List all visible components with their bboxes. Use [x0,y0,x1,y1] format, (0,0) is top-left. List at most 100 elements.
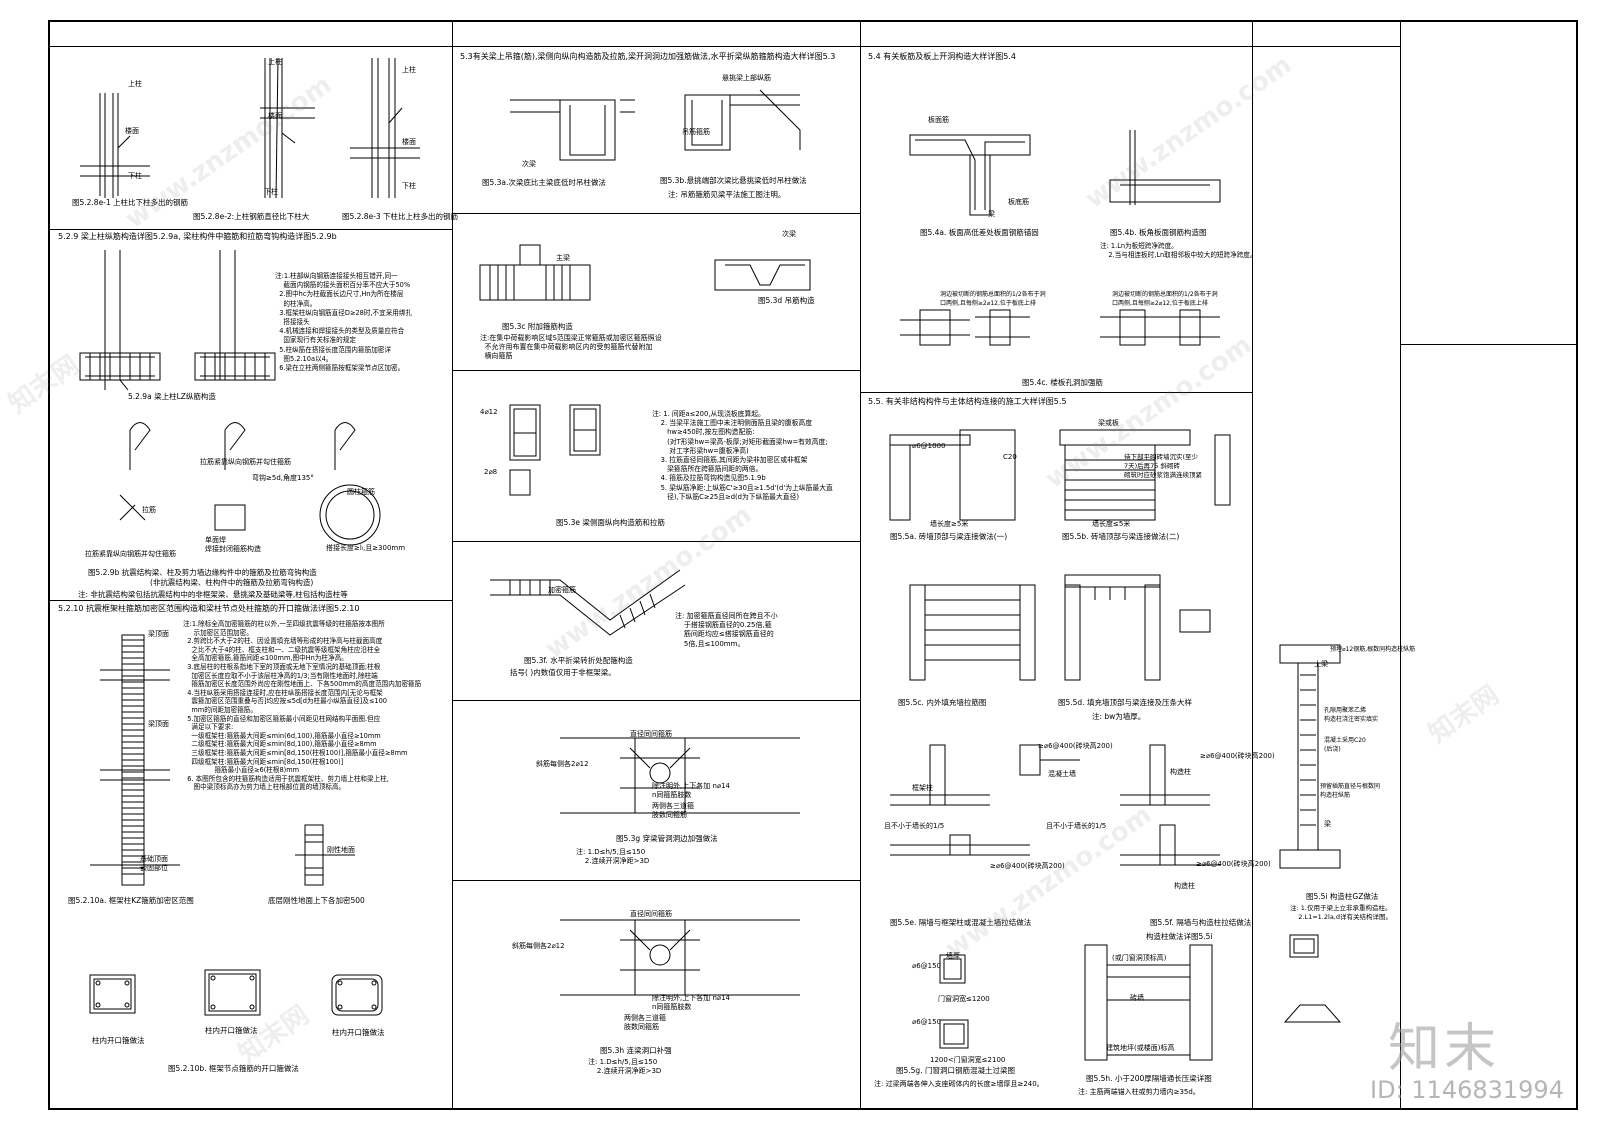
drawing-529b [100,410,400,570]
label-lap-length: 搭接长度≥lₗ,且≥300mm [326,544,406,552]
label-floor-1: 楼面 [125,127,139,135]
caption-55g: 图5.5g. 门窗洞口钢筋混凝土过梁图 [896,1066,1015,1075]
label-door-w1: 门窗洞宽≤1200 [938,995,990,1003]
label-upper-col-3: 上柱 [402,66,416,74]
label-foundation-top: 基础顶面 嵌固部位 [140,855,168,873]
caption-53d: 图5.3d 吊筋构造 [758,296,815,305]
caption-53b-note: 注: 吊筋箍筋见梁平法施工图注明。 [668,190,786,199]
label-gz-gap: 孔隙用聚苯乙烯 构造柱浇注密实填实 [1324,707,1379,724]
label-min-len-1: 且不小于墙长的1/5 [884,822,945,830]
caption-55h-note: 注: 主筋两端锚入柱或剪力墙内≥35d。 [1078,1088,1200,1096]
label-three-stirrups-1: 两侧各三道箍 肢数同箍筋 [652,802,694,820]
label-lower-col-3: 下柱 [402,182,416,190]
caption-54c: 图5.4c. 楼板孔洞加强筋 [1022,378,1103,387]
label-rigid-floor: 刚性地面 [327,846,355,854]
caption-528e2: 图5.2.8e-2:上柱钢筋直径比下柱大 [193,212,310,221]
brand-logo: 知末 [1388,1019,1501,1079]
caption-55b: 图5.5b. 砖墙顶部与梁连接做法(二) [1062,532,1180,541]
section-title-55: 5.5. 有关非结构构件与主体结构连接的施工大样详图5.5 [868,397,1067,406]
rule-53e [452,541,860,542]
label-slab-top-bar: 板面筋 [928,116,949,124]
title-block-rule [1400,344,1578,345]
label-round-stirrup: 圆柱箍筋 [347,488,375,496]
rule-53a [452,213,860,214]
image-id-tag: ID: 1146831994 [1370,1076,1564,1104]
drawing-53f [480,560,700,660]
label-tie-400-3: ≥⌀6@400(砖块高200) [990,862,1065,870]
section-title-5210: 5.2.10 抗震框架柱箍筋加密区范围构造和梁柱节点处柱箍筋的开口箍做法详图5.… [58,604,360,613]
label-tie-400-2: ≥⌀6@400(砖块高200) [1200,752,1275,760]
caption-528e3: 图5.2.8e-3 下柱比上柱多出的钢筋 [342,212,459,221]
label-tie: 拉筋 [142,506,156,514]
label-4phi12: 4⌀12 [480,408,498,416]
label-min-len-2: 且不小于墙长的1/5 [1046,822,1107,830]
label-hole-edge-2: 洞边被切断的钢筋总面积的1/2各布于洞 口两侧,且每侧≥2⌀12,位于板底上排 [1112,291,1218,308]
caption-54a: 图5.4a. 板面高低差处板面钢筋锚固 [920,228,1039,237]
caption-529a: 5.2.9a 梁上柱LZ纵筋构造 [128,392,216,401]
label-secondary-beam-2: 次梁 [782,230,796,238]
caption-55c: 图5.5c. 内外填充墙拉筋图 [898,698,987,707]
label-floor-level: 建筑地坪(或楼面)标高 [1106,1044,1175,1052]
caption-55i: 图5.5i 构造柱GZ做法 [1306,892,1379,901]
drawing-53h [560,900,820,1010]
caption-53c: 图5.3c 附加箍筋构造 [502,322,573,331]
label-hole-edge-1: 洞边被切断的钢筋总面积的1/2各布于洞 口两侧,且每侧≥2⌀12,位于板底上排 [940,291,1046,308]
caption-55g-note: 注: 过梁两端各伸入支座砌体内的长度≥墙厚且≥240。 [874,1080,1044,1088]
label-door-top: (或门窗洞顶标高) [1112,954,1167,962]
caption-529-note: 注: 非抗震结构梁包括抗震结构中的非框架梁、悬挑梁及基础梁等,柱包括构造柱等 [78,590,348,599]
section-title-54: 5.4 有关板筋及板上开洞构造大样详图5.4 [868,52,1016,61]
caption-53f: 图5.3f. 水平折梁转折处配箍构造 [524,656,633,665]
caption-5210b: 图5.2.10b. 框架节点箍筋的开口箍做法 [168,1064,299,1073]
rule-53c [452,370,860,371]
label-extra-bars-1: 除注明外,上下各加 n⌀14 n同箍筋肢数 [652,782,731,800]
drawing-54ab [890,120,1240,220]
label-frame-col: 框架柱 [912,784,933,792]
label-tie-hook-2: 拉筋紧靠纵向钢筋并勾住箍筋 [85,550,176,558]
caption-53a: 图5.3a.次梁底比主梁底低时吊柱做法 [482,178,606,187]
caption-55f: 图5.5f. 隔墙与构造柱拉结做法 [1150,918,1252,927]
label-gz-upper-beam: 上梁 [1314,660,1328,668]
label-wall-len-1: 墙长度≥5米 [930,520,969,528]
caption-528e1: 图5.2.8e-1 上柱比下柱多出的钢筋 [72,198,189,207]
label-same-dia-1: 直径同间箍筋 [630,730,672,738]
label-wall-len-2: 墙长度≤5米 [1092,520,1131,528]
caption-53g: 图5.3g 穿梁管洞洞边加强做法 [616,834,718,843]
caption-53g-note: 注: 1.D≤h/5,且≤150 2.连续开洞净距>3D [576,848,650,866]
caption-529b: 图5.2.9b 抗震结构梁、柱及剪力墙边缘构件中的箍筋及拉筋弯钩构造 [88,568,317,577]
drawing-55ab [880,420,1240,530]
label-wall-thickness: 墙厚 [946,952,960,960]
rule-53g [452,880,860,881]
drawing-5210-base [295,820,375,890]
caption-53c-note: 注:在集中荷载影响区域S范围梁正常箍筋或加密区箍筋照设 不允许用布置在集中荷载影… [480,334,662,361]
column-divider-2 [860,20,861,1110]
label-dense-stirrup: 加密箍筋 [548,586,576,594]
caption-54b-note: 注: 1.Ln为板短跨净跨度。 2.当与相连板时,Ln取相邻板中较大的短跨净跨度… [1100,242,1257,260]
label-floor-2: 楼面 [268,112,282,120]
drawing-55ef [880,735,1250,905]
caption-529b-sub: (非抗震结构梁、柱构件中的箍筋及拉筋弯钩构造) [150,578,314,587]
label-phi6-150: ⌀6@150 [912,962,942,970]
label-constr-col-1: 构造柱 [1170,768,1191,776]
label-gz-dowel: 预留插筋直径与根数同 构造柱纵筋 [1320,783,1381,800]
caption-55h: 图5.5h. 小于200厚隔墙通长压梁详图 [1086,1074,1212,1083]
column-divider-3 [1252,20,1253,1110]
drawing-528e [50,48,450,228]
label-diagonal-2: 斜筋每侧各2⌀12 [512,942,565,950]
label-lower-col-2: 下柱 [264,188,278,196]
label-slab-bottom-bar: 板底筋 [1008,198,1029,206]
rule-529 [48,229,452,230]
drawing-529a [50,245,280,405]
notes-53f: 注: 加密箍筋直径同所在跨且不小 于搭接钢筋直径的0.25倍,箍 筋间距均应≤搭… [675,612,778,648]
caption-55e: 图5.5e. 隔墙与框架柱或混凝土墙拉结做法 [890,918,1032,927]
top-rule [48,46,1400,47]
label-beam-top-2: 梁顶面 [148,720,169,728]
label-upper-col-2: 上柱 [268,58,282,66]
drawing-53e [470,395,640,505]
drawing-53cd [470,240,850,330]
drawing-55gh [900,940,1220,1065]
rule-53f [452,700,860,701]
section-title-53: 5.3有关梁上吊箍(筋),梁侧向纵向构造筋及拉筋,梁开洞洞边加强筋做法,水平折梁… [460,52,836,61]
caption-5210b-right: 柱内开口箍做法 [332,1028,385,1037]
label-phi6-150-2: ⌀6@150 [912,1018,942,1026]
label-2phi8: 2⌀8 [484,468,498,476]
